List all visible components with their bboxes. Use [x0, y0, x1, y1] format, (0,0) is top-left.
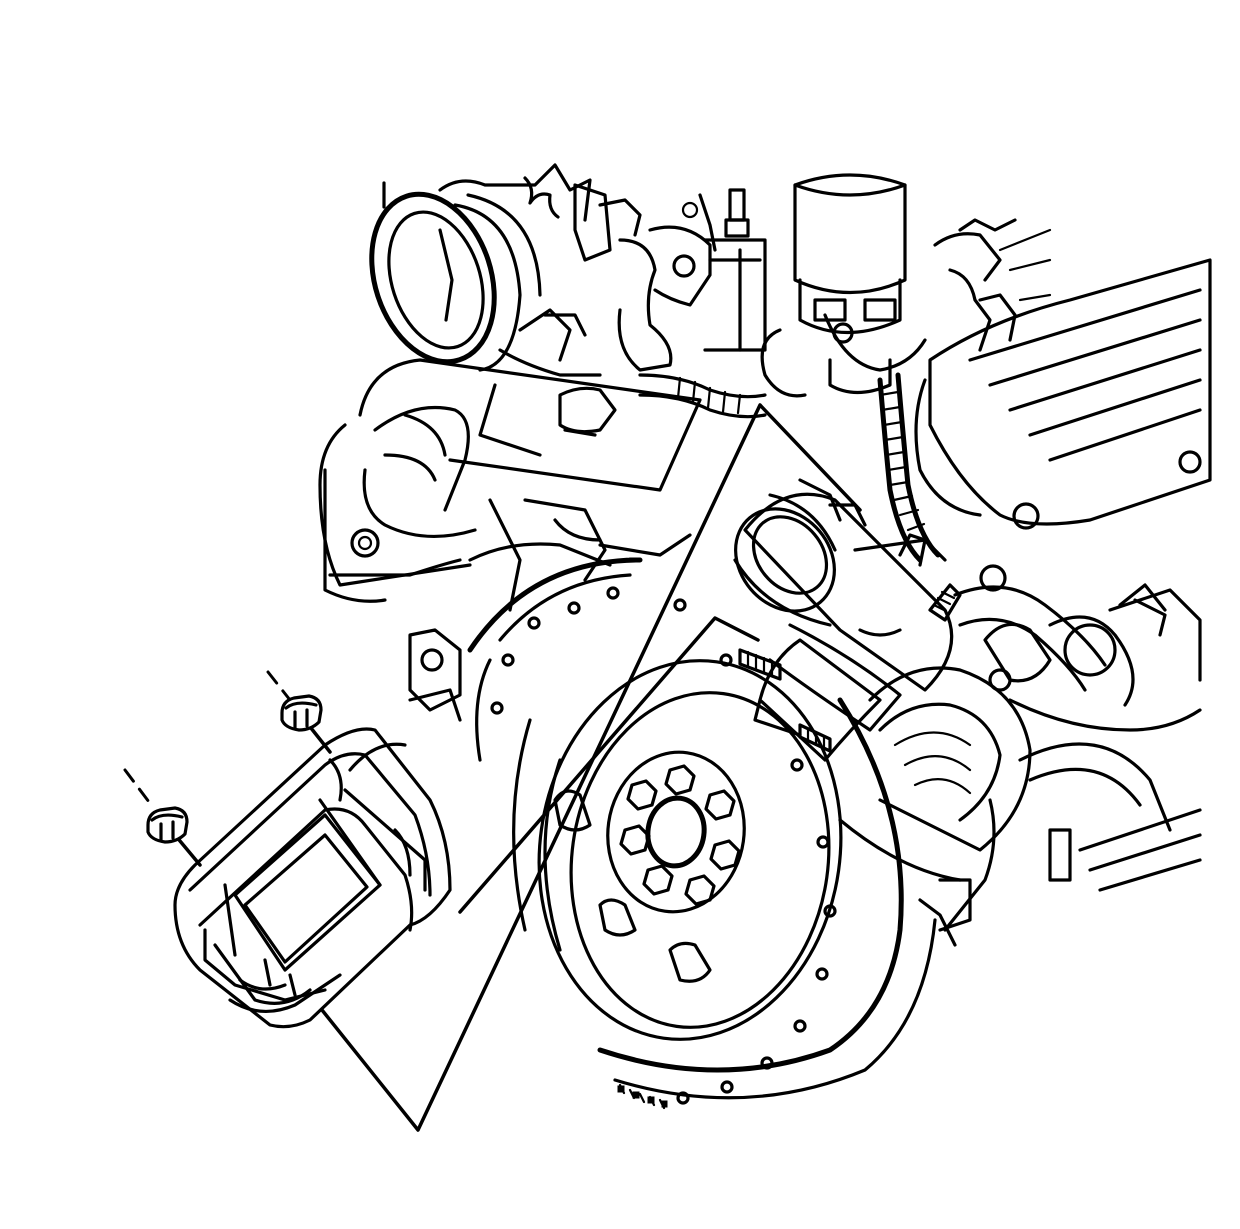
- nut-icon: [123, 670, 332, 867]
- flywheel-cover-icon: [173, 727, 452, 1029]
- leader-line-lower: [316, 403, 862, 1132]
- nut-upper: [280, 694, 323, 732]
- leader-line-upper: [458, 616, 760, 914]
- nut-lower: [146, 806, 189, 844]
- starter-motor-icon: [733, 478, 962, 762]
- flywheel-icon: [467, 557, 937, 1110]
- throttle-body-icon: [369, 181, 542, 372]
- exhaust-manifold-icon: [318, 308, 702, 603]
- install-line-1: [266, 670, 292, 702]
- engine-assembly-icon: [318, 163, 1212, 722]
- crankshaft-hub-icon: [606, 750, 746, 914]
- install-line-2: [123, 768, 154, 808]
- valve-cover-icon: [914, 258, 1212, 530]
- transmission-icon: [838, 564, 1202, 947]
- callout-leader-lines: [316, 403, 862, 1132]
- flywheel-holes: [490, 586, 837, 1105]
